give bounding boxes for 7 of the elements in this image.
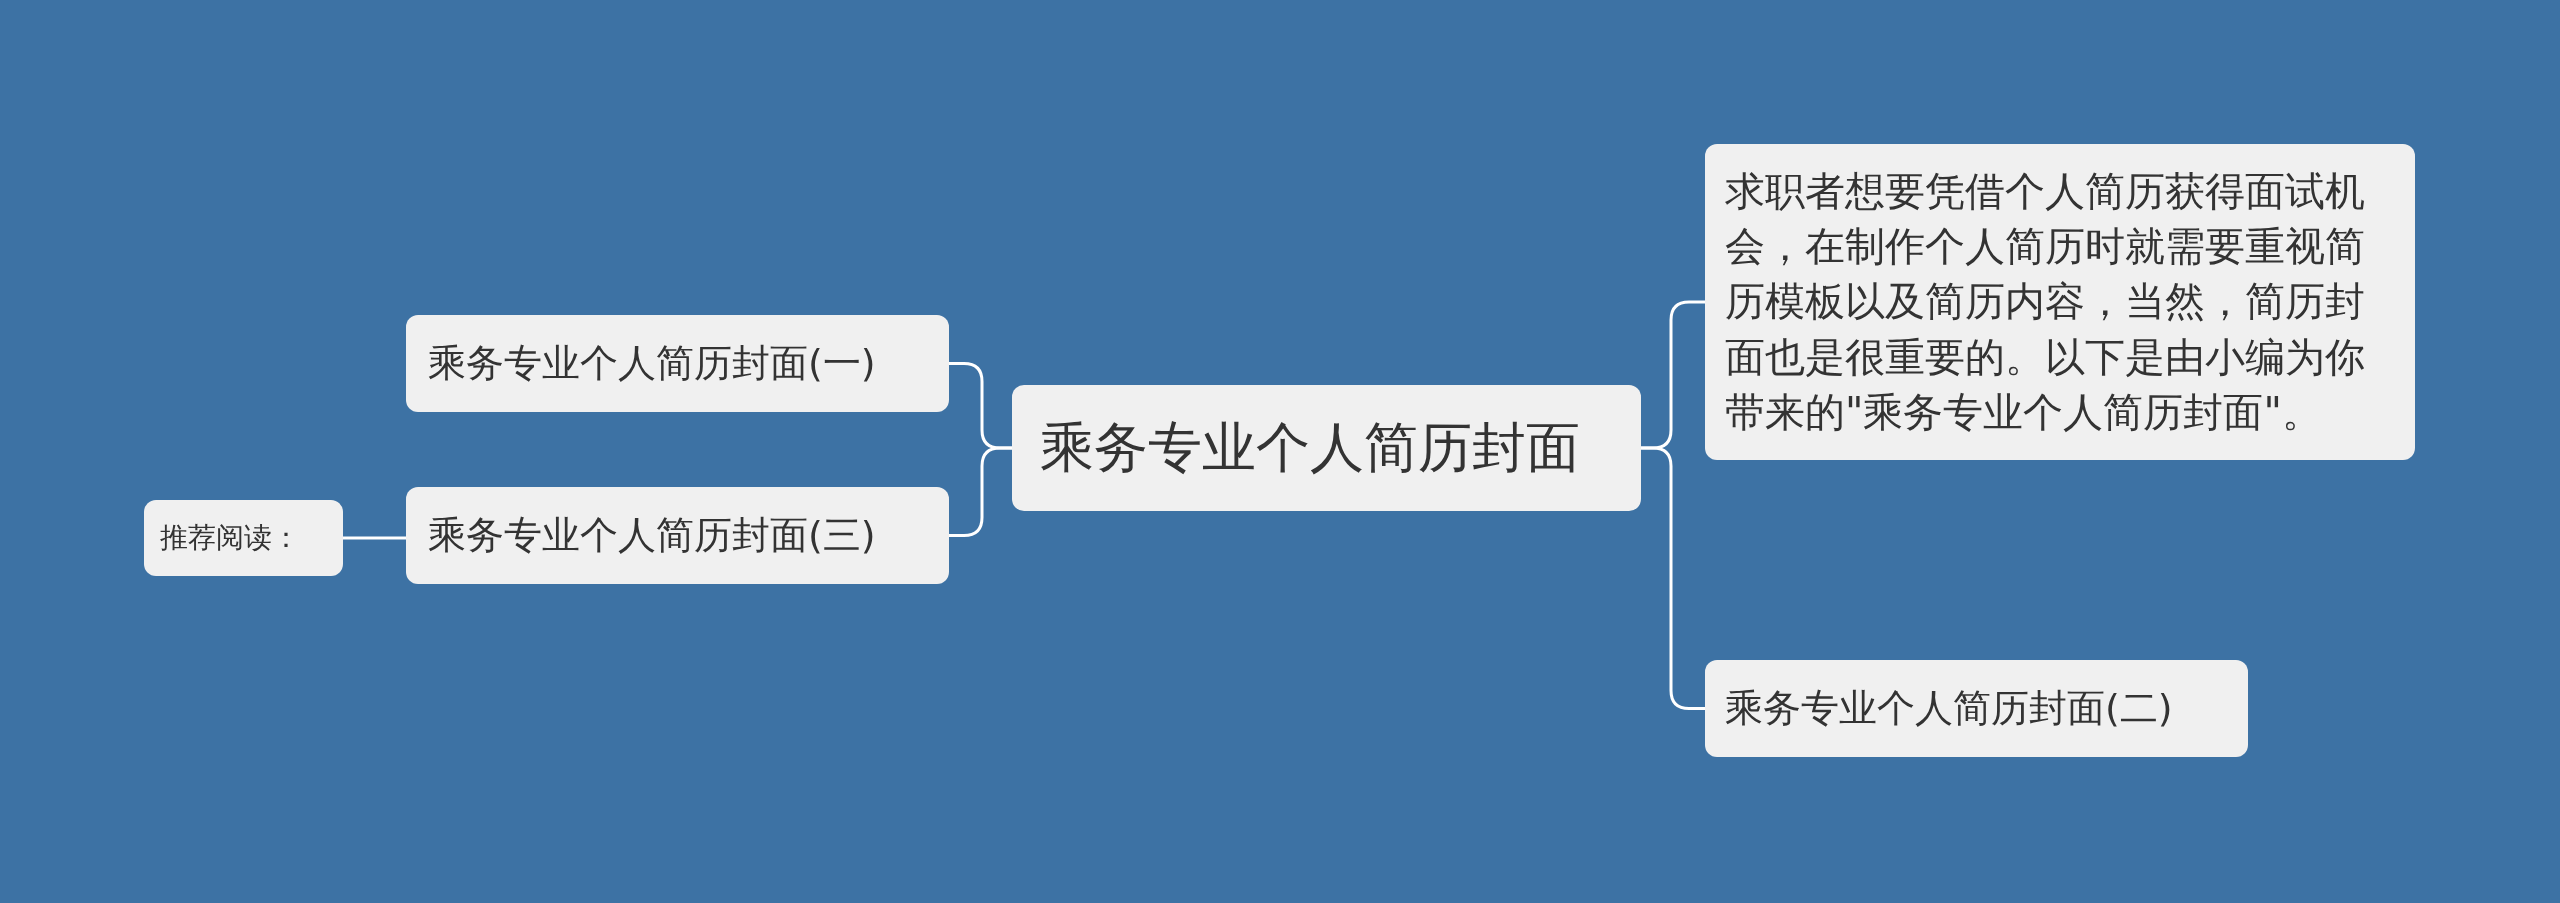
note-box: 求职者想要凭借个人简历获得面试机会，在制作个人简历时就需要重视简历模板以及简历内容，当然，简历封面也是很重要的。以下是由小编为你带来的"乘务专业个人简历封面"。 xyxy=(1705,144,2415,460)
topic-box: 乘务专业个人简历封面 xyxy=(1012,385,1641,512)
topic-box: 乘务专业个人简历封面(二) xyxy=(1705,660,2248,758)
topic-box: 乘务专业个人简历封面(一) xyxy=(406,315,949,413)
topic-box: 推荐阅读： xyxy=(144,500,343,577)
topic-box: 乘务专业个人简历封面(三) xyxy=(406,487,949,585)
connector-line xyxy=(343,536,406,540)
